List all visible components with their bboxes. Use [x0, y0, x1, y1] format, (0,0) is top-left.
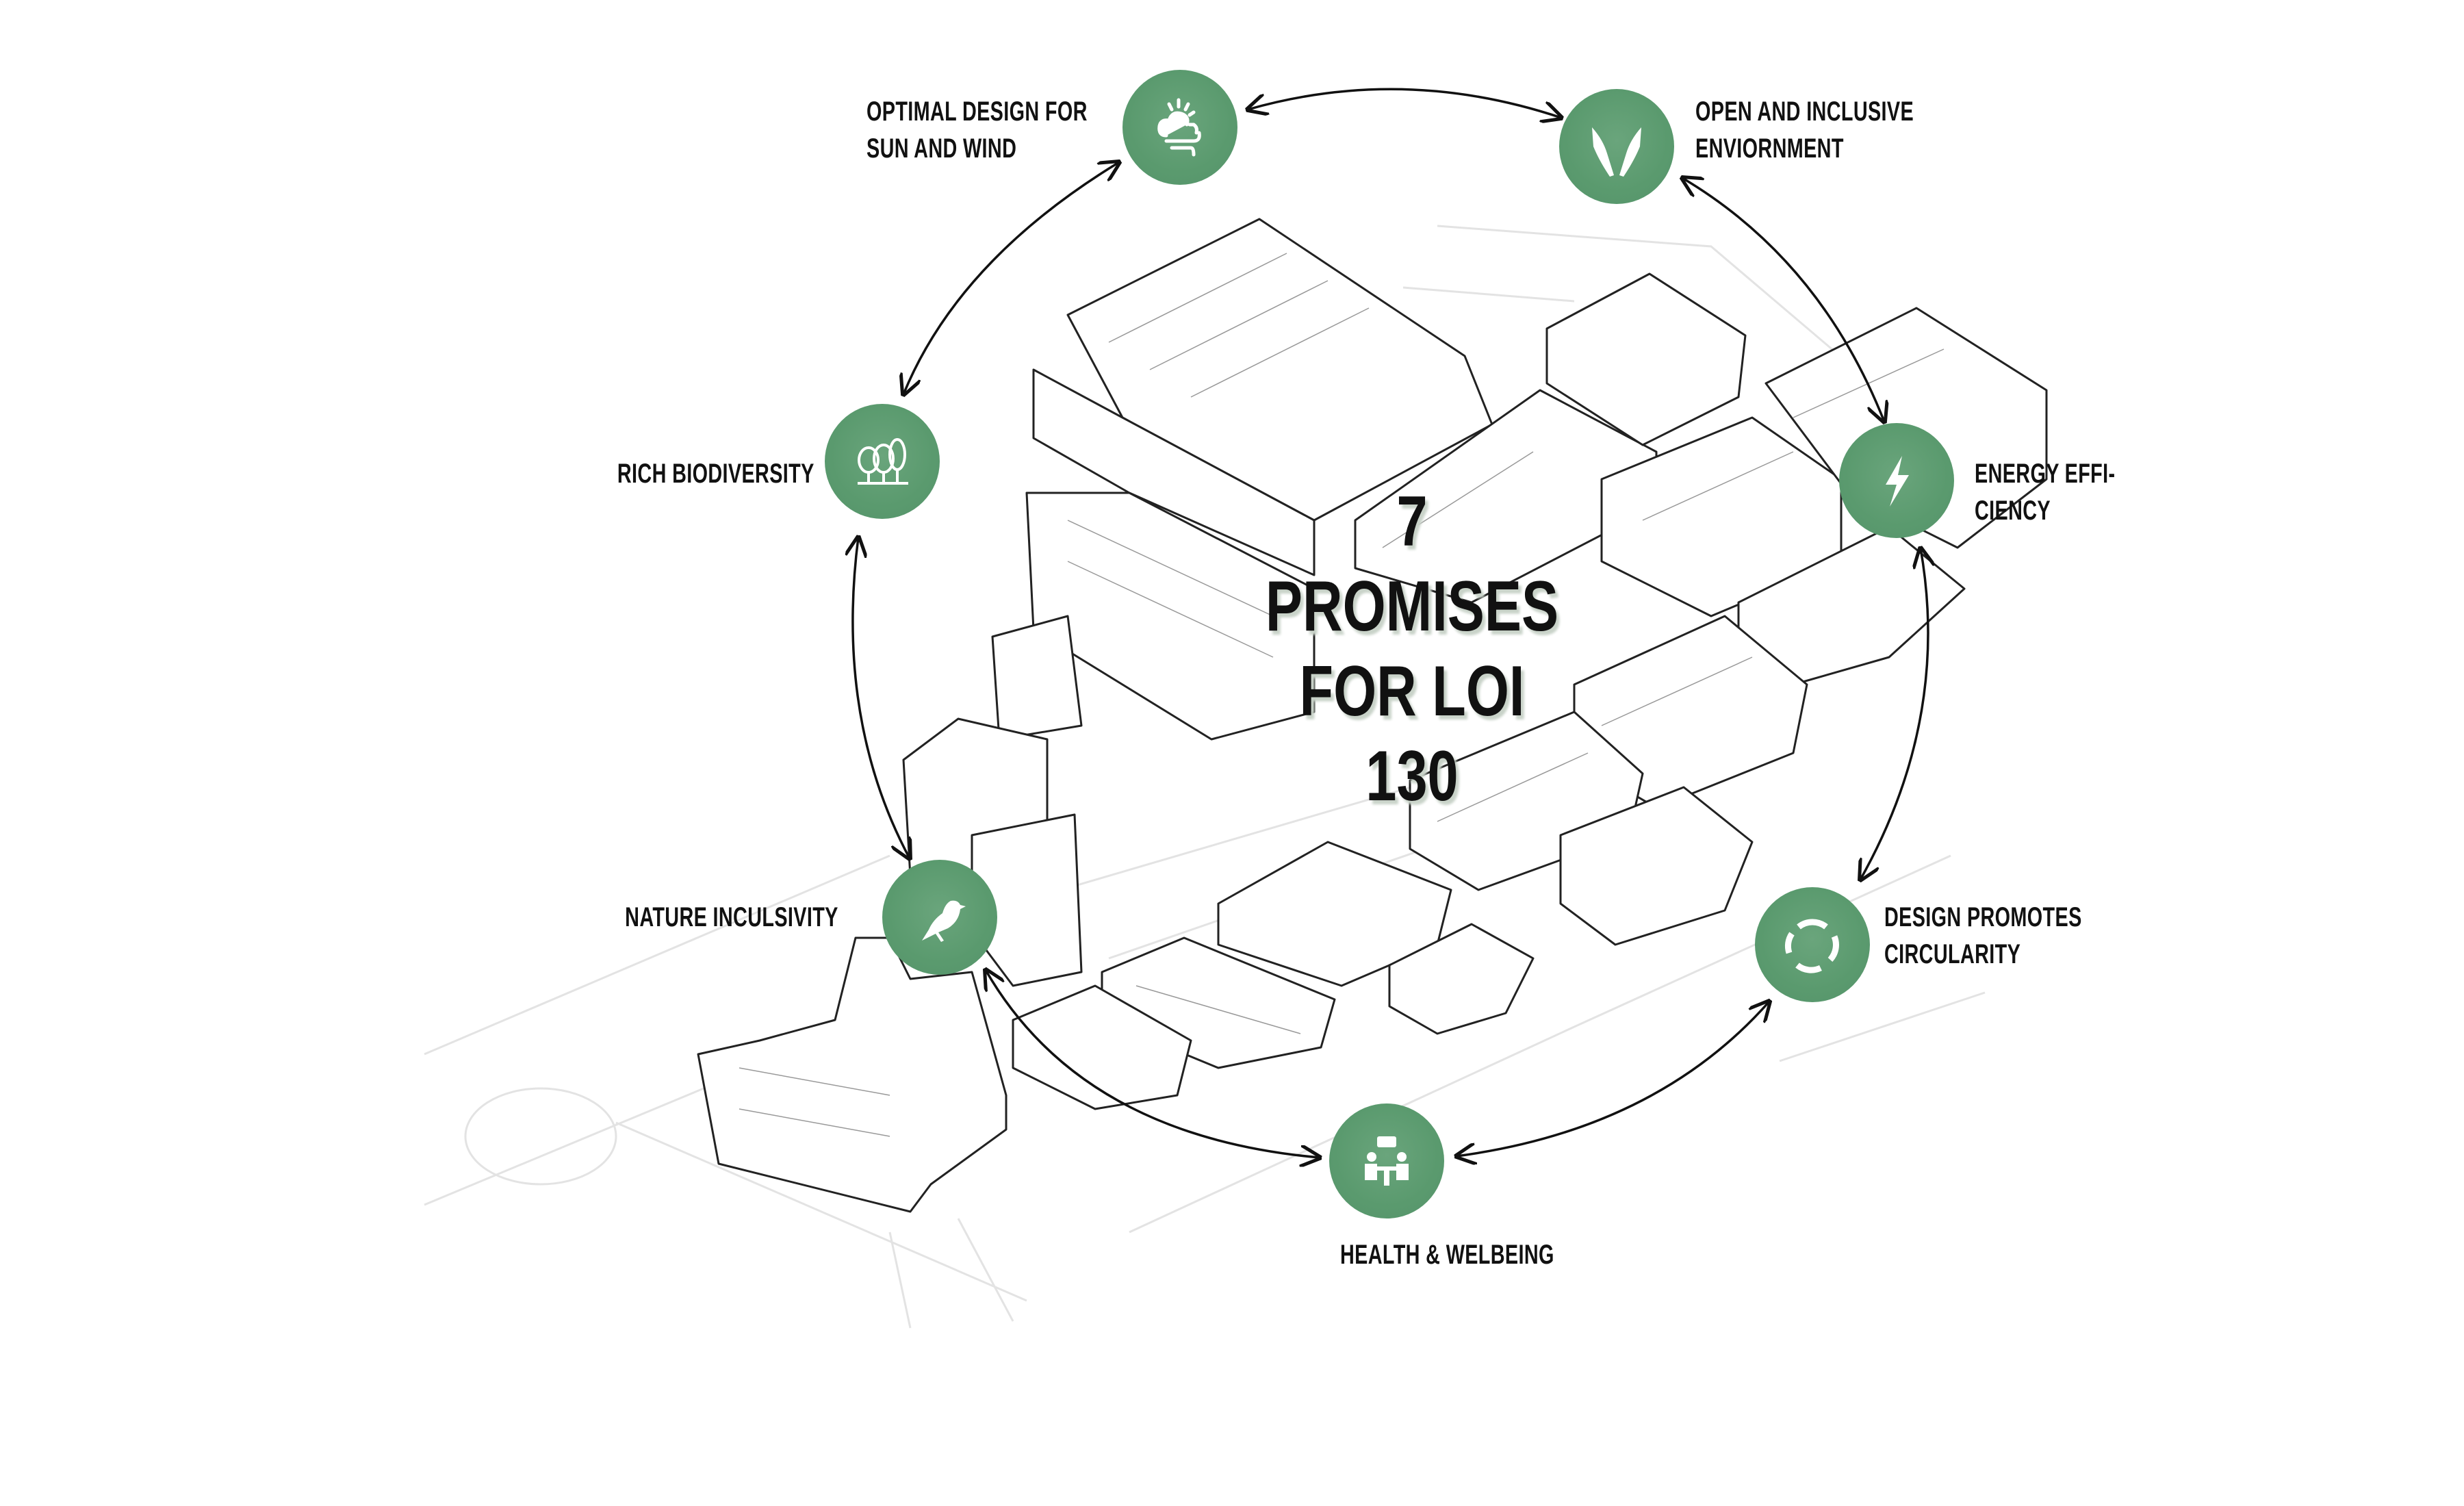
diagram-title: 7 PROMISES FOR LOI 130 [1252, 479, 1572, 819]
label-open-inclusive: OPEN AND INCLUSIVE ENVIORNMENT [1695, 93, 1914, 167]
arrow-health-to-circularity [1456, 1001, 1769, 1156]
promise-node-open-inclusive [1559, 89, 1674, 204]
label-line: RICH BIODIVERSITY [617, 459, 814, 489]
promise-node-biodiversity [825, 404, 940, 519]
promise-node-nature [882, 860, 997, 975]
label-biodiversity: RICH BIODIVERSITY [617, 455, 814, 492]
promise-node-energy [1839, 423, 1954, 538]
arrow-circularity-to-energy [1860, 548, 1928, 880]
label-line: NATURE INCULSIVITY [625, 902, 838, 932]
arrow-biodiversity-to-nature [853, 537, 910, 858]
people-meeting-icon [1365, 1136, 1409, 1186]
label-line: DESIGN PROMOTES [1884, 902, 2082, 932]
bird-icon [922, 900, 966, 942]
title-line-3: FOR LOI 130 [1299, 652, 1525, 816]
label-sun-wind: OPTIMAL DESIGN FOR SUN AND WIND [867, 93, 1088, 167]
arrow-nature-to-health [986, 970, 1320, 1158]
label-line: SUN AND WIND [867, 133, 1017, 164]
label-line: CIRCULARITY [1884, 939, 2021, 969]
label-nature: NATURE INCULSIVITY [625, 899, 838, 936]
label-line: ENVIORNMENT [1695, 133, 1844, 164]
recycle-arrows-icon [1784, 919, 1839, 973]
title-line-2: PROMISES [1265, 567, 1559, 646]
label-line: ENERGY EFFI- [1975, 459, 2116, 489]
arrow-sun-to-open [1248, 88, 1561, 118]
promise-node-sun-wind [1122, 70, 1237, 185]
arrow-sun-to-biodiversity [903, 162, 1119, 394]
promise-node-circularity [1755, 887, 1870, 1002]
sun-cloud-wind-icon [1157, 98, 1201, 157]
label-line: HEALTH & WELBEING [1340, 1240, 1554, 1270]
label-line: CIENCY [1975, 496, 2051, 526]
label-energy: ENERGY EFFI- CIENCY [1975, 455, 2115, 529]
arrow-energy-to-open [1682, 178, 1884, 422]
open-hands-icon [1592, 127, 1641, 177]
lightning-icon [1886, 456, 1909, 507]
label-line: OPEN AND INCLUSIVE [1695, 97, 1914, 127]
label-health: HEALTH & WELBEING [1340, 1236, 1554, 1273]
label-circularity: DESIGN PROMOTES CIRCULARITY [1884, 899, 2082, 973]
trees-icon [858, 438, 908, 485]
title-line-1: 7 [1396, 482, 1428, 561]
label-line: OPTIMAL DESIGN FOR [867, 97, 1088, 127]
promise-node-health [1329, 1103, 1444, 1218]
